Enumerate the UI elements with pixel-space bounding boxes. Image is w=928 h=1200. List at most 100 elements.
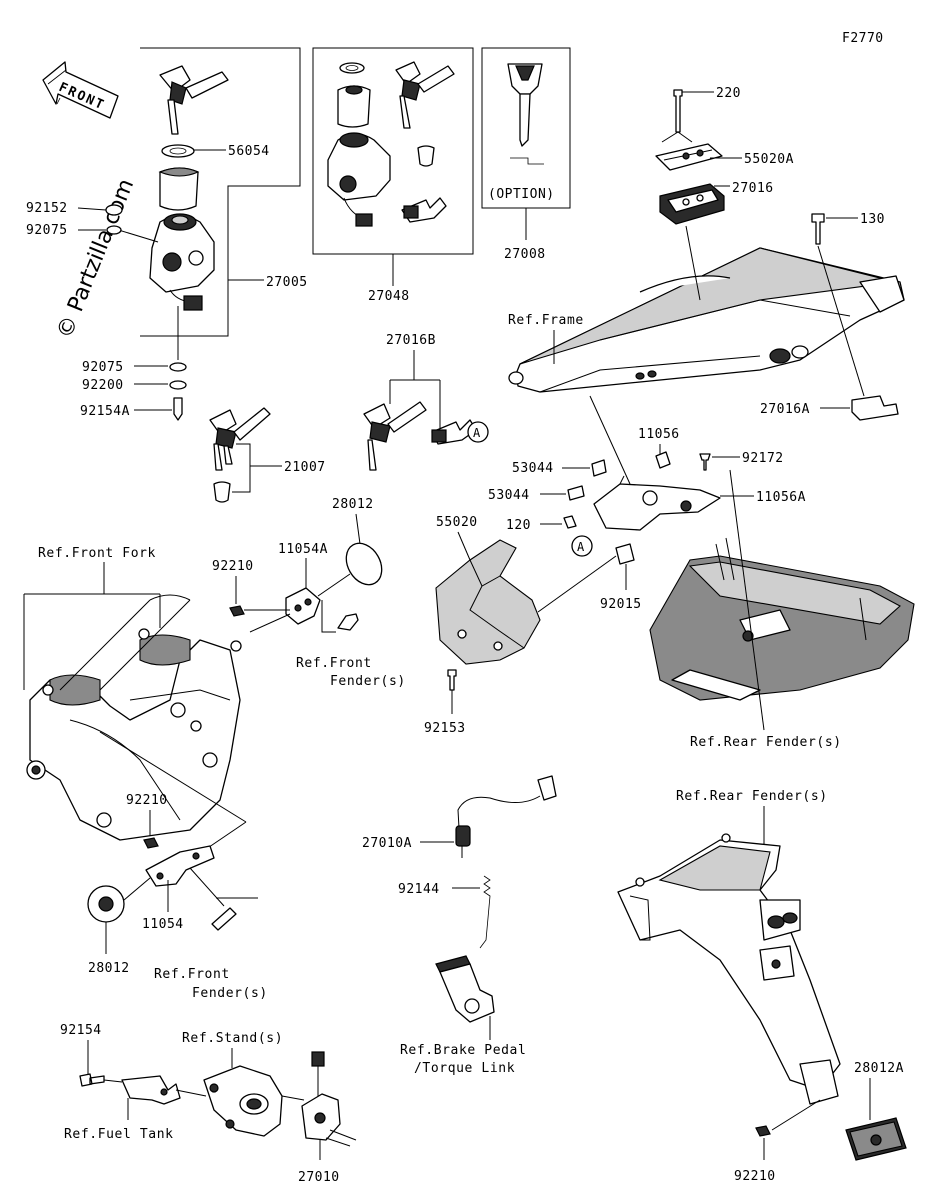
part-label-53044-top: 53044 <box>512 461 554 476</box>
ref-brake-pedal-a: Ref.Brake Pedal <box>400 1043 526 1058</box>
part-label-53044-bottom: 53044 <box>488 488 530 503</box>
callout-a-bottom: A <box>577 540 585 554</box>
reflector-28012a <box>845 1117 907 1161</box>
part-label-11056a: 11056A <box>756 490 806 505</box>
ref-front-fender-2b: Fender(s) <box>192 986 268 1001</box>
screw-icon <box>447 669 457 691</box>
part-label-92152: 92152 <box>26 201 68 216</box>
key-set-21007 <box>209 407 271 503</box>
bolt-icon <box>337 613 359 631</box>
collar-icon <box>567 485 585 501</box>
part-label-27010a: 27010A <box>362 836 412 851</box>
reflector-28012-bottom <box>87 877 151 923</box>
collar-icon <box>615 543 635 565</box>
part-label-27010: 27010 <box>298 1170 340 1185</box>
fuel-tank-bracket <box>121 1075 181 1105</box>
part-label-27016: 27016 <box>732 181 774 196</box>
ref-front-fender-1a: Ref.Front <box>296 656 372 671</box>
option-key-27008: (OPTION) <box>481 47 571 209</box>
bracket-11054a <box>285 587 321 625</box>
front-fork-bracket <box>26 594 242 841</box>
part-label-27008: 27008 <box>504 247 546 262</box>
latch-bracket-27016a <box>851 395 899 421</box>
part-label-28012a: 28012A <box>854 1061 904 1076</box>
reflector-28012-top <box>317 542 383 597</box>
washer-icon <box>161 144 195 158</box>
brake-switch-27010a <box>455 775 557 858</box>
callout-a-top: A <box>473 426 481 440</box>
part-label-92210-top: 92210 <box>212 559 254 574</box>
part-label-11054: 11054 <box>142 917 184 932</box>
part-label-92172: 92172 <box>742 451 784 466</box>
ref-front-fork: Ref.Front Fork <box>38 546 156 561</box>
part-label-27016a: 27016A <box>760 402 810 417</box>
side-stand-bracket <box>203 1065 283 1137</box>
screw-icon <box>79 1073 105 1087</box>
spring-icon <box>479 875 491 949</box>
key-icon <box>159 65 229 135</box>
screw-icon <box>699 453 711 471</box>
part-label-92153: 92153 <box>424 721 466 736</box>
collar-icon <box>591 459 607 477</box>
part-label-92154: 92154 <box>60 1023 102 1038</box>
part-label-55020a: 55020A <box>744 152 794 167</box>
part-label-21007: 21007 <box>284 460 326 475</box>
callout-a-circle <box>467 421 489 443</box>
ignition-switch-group-27005 <box>140 47 301 337</box>
rear-frame <box>508 247 905 393</box>
spring-icon <box>655 451 671 469</box>
seat-latch-27016 <box>655 143 725 225</box>
washer-icon <box>106 225 122 235</box>
ignition-switch-icon <box>149 213 215 311</box>
part-label-56054: 56054 <box>228 144 270 159</box>
screw-icon <box>173 397 183 421</box>
bolt-icon <box>211 907 237 931</box>
option-note: (OPTION) <box>488 187 555 202</box>
ref-rear-fender-lower: Ref.Rear Fender(s) <box>676 789 828 804</box>
part-label-92200: 92200 <box>82 378 124 393</box>
washer-icon <box>105 204 123 216</box>
ref-rear-fender-upper: Ref.Rear Fender(s) <box>690 735 842 750</box>
part-label-120: 120 <box>506 518 531 533</box>
ref-front-fender-2a: Ref.Front <box>154 967 230 982</box>
washer-icon <box>169 380 187 390</box>
ref-front-fender-1b: Fender(s) <box>330 674 406 689</box>
part-label-220: 220 <box>716 86 741 101</box>
part-label-130: 130 <box>860 212 885 227</box>
bracket-11054 <box>145 845 215 887</box>
figure-code: F2770 <box>842 31 884 46</box>
part-label-11054a: 11054A <box>278 542 328 557</box>
ref-brake-pedal-b: /Torque Link <box>414 1061 515 1076</box>
nut-icon <box>229 605 245 617</box>
callout-a-circle <box>571 535 593 557</box>
front-arrow: FRONT <box>42 61 119 119</box>
side-stand-switch-27010 <box>301 1051 357 1147</box>
part-label-92210-bottom: 92210 <box>734 1169 776 1184</box>
key-set-27016b <box>363 401 477 471</box>
rear-fender-upper <box>649 537 915 701</box>
part-label-92075-top: 92075 <box>26 223 68 238</box>
brake-pedal <box>435 955 495 1023</box>
screw-icon <box>673 89 683 133</box>
ref-stands: Ref.Stand(s) <box>182 1031 283 1046</box>
part-label-92075: 92075 <box>82 360 124 375</box>
nut-icon <box>755 1125 771 1137</box>
part-label-28012-bottom: 28012 <box>88 961 130 976</box>
nut-icon <box>143 837 159 849</box>
bolt-icon <box>811 213 825 245</box>
latch-bracket-11056a <box>593 475 721 531</box>
cover-55020 <box>435 539 541 665</box>
part-label-28012-top: 28012 <box>332 497 374 512</box>
ref-fuel-tank: Ref.Fuel Tank <box>64 1127 174 1142</box>
part-label-27016b: 27016B <box>386 333 436 348</box>
ignition-switch-set-27048 <box>312 47 474 255</box>
part-label-92154a: 92154A <box>80 404 130 419</box>
part-label-92015: 92015 <box>600 597 642 612</box>
part-label-92210-mid: 92210 <box>126 793 168 808</box>
washer-icon <box>169 362 187 372</box>
screw-icon <box>563 515 577 529</box>
part-label-27048: 27048 <box>368 289 410 304</box>
part-label-92144: 92144 <box>398 882 440 897</box>
part-label-55020: 55020 <box>436 515 478 530</box>
ref-frame: Ref.Frame <box>508 313 584 328</box>
